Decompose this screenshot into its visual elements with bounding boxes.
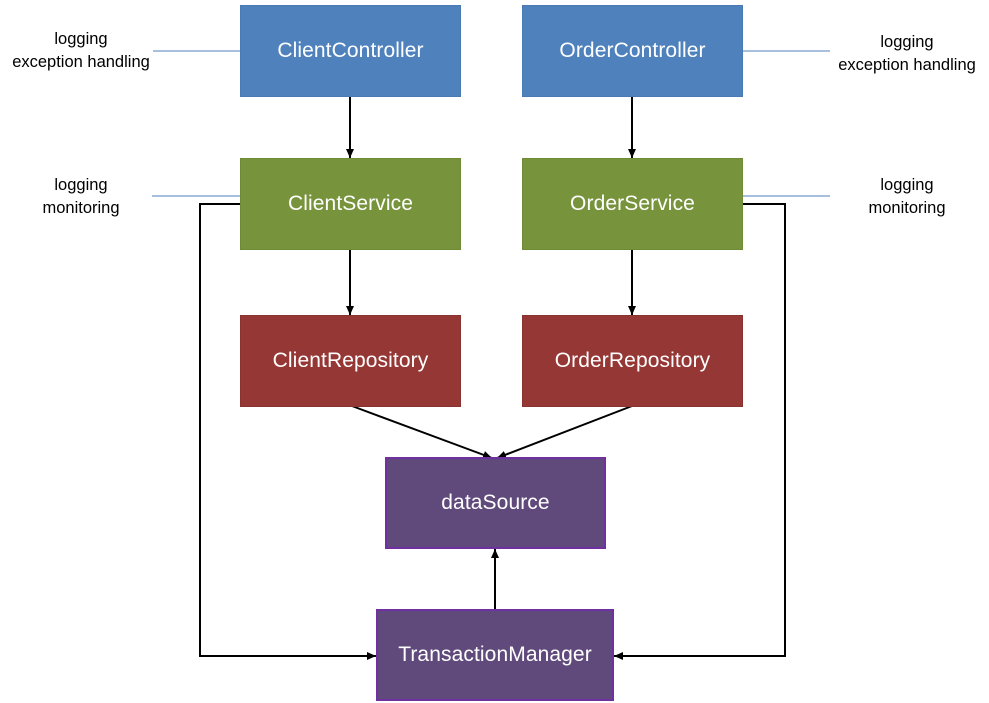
client-service-annotation: logging monitoring <box>6 174 156 220</box>
annotation-line-2: exception handling <box>838 56 976 74</box>
arrow-clientrepository-to-datasource <box>351 405 493 459</box>
order-controller-label: OrderController <box>559 39 706 62</box>
transaction-manager-node: TransactionManager <box>376 609 614 701</box>
order-controller-annotation: logging exception handling <box>826 31 988 77</box>
annotation-line-1: logging <box>880 33 934 51</box>
client-service-node: ClientService <box>240 158 461 250</box>
order-repository-node: OrderRepository <box>522 315 743 407</box>
client-repository-label: ClientRepository <box>272 349 429 372</box>
order-service-node: OrderService <box>522 158 743 250</box>
annotation-line-1: logging <box>54 30 108 48</box>
arrow-orderrepository-to-datasource <box>496 405 633 459</box>
order-repository-label: OrderRepository <box>554 349 711 372</box>
annotation-line-1: logging <box>880 176 934 194</box>
client-controller-annotation: logging exception handling <box>0 28 162 74</box>
annotation-line-1: logging <box>54 176 108 194</box>
annotation-line-2: exception handling <box>12 53 150 71</box>
annotation-line-2: monitoring <box>42 199 120 217</box>
order-service-annotation: logging monitoring <box>832 174 982 220</box>
arrow-orderservice-to-transactionmanager <box>614 203 786 660</box>
order-service-label: OrderService <box>570 192 695 215</box>
client-service-label: ClientService <box>287 192 413 215</box>
client-repository-node: ClientRepository <box>240 315 461 407</box>
datasource-label: dataSource <box>441 491 550 514</box>
order-controller-node: OrderController <box>522 5 743 97</box>
transaction-manager-label: TransactionManager <box>398 643 592 666</box>
annotation-line-2: monitoring <box>868 199 946 217</box>
client-controller-label: ClientController <box>277 39 424 62</box>
client-controller-node: ClientController <box>240 5 461 97</box>
datasource-node: dataSource <box>385 457 606 549</box>
arrow-clientservice-to-transactionmanager <box>199 203 376 660</box>
